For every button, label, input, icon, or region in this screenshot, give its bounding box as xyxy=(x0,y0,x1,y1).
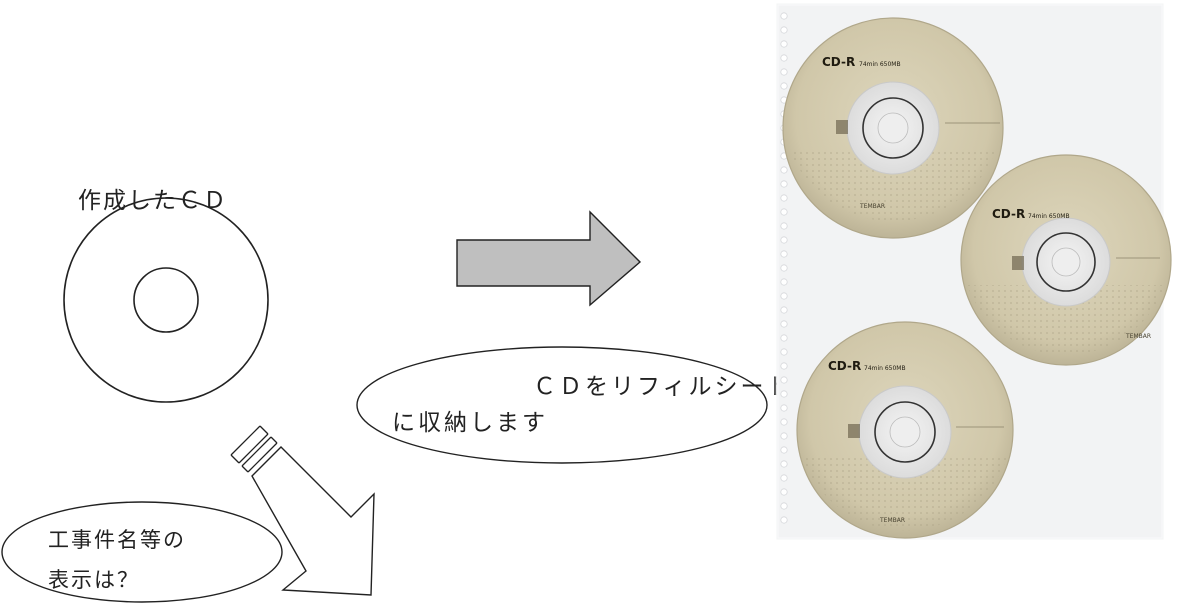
punch-hole xyxy=(780,320,788,328)
punch-hole xyxy=(780,82,788,90)
punch-hole xyxy=(780,194,788,202)
punch-hole xyxy=(780,334,788,342)
punch-hole xyxy=(780,26,788,34)
punch-hole xyxy=(780,180,788,188)
storage-callout-ellipse xyxy=(356,346,768,464)
right-arrow xyxy=(456,210,642,307)
photo-disc-1-spec: 74min 650MB xyxy=(859,61,901,68)
question-callout-line-1: 工事件名等の xyxy=(48,528,186,552)
photo-disc-3-spec: 74min 650MB xyxy=(864,365,906,372)
punch-hole xyxy=(780,390,788,398)
punch-hole xyxy=(780,222,788,230)
photo-disc-2-spec: 74min 650MB xyxy=(1028,213,1070,220)
photo-disc-2-title: CD-R xyxy=(992,207,1025,221)
punch-hole xyxy=(780,404,788,412)
cd-drawing xyxy=(63,197,269,403)
cd-center-hole xyxy=(133,267,199,333)
punch-hole xyxy=(780,348,788,356)
photo-disc-1: CD-R 74min 650MB TEMBAR xyxy=(782,17,1004,239)
punch-hole xyxy=(780,264,788,272)
punch-hole xyxy=(780,54,788,62)
punch-hole xyxy=(780,432,788,440)
punch-hole xyxy=(780,68,788,76)
cd-caption: 作成したＣＤ xyxy=(78,188,228,214)
punch-hole xyxy=(780,376,788,384)
punch-hole xyxy=(780,306,788,314)
down-right-arrow xyxy=(230,425,375,596)
punch-hole xyxy=(780,362,788,370)
question-callout-line-2: 表示は？ xyxy=(48,568,140,592)
photo-disc-2-brand: TEMBAR xyxy=(1125,333,1151,340)
photo-disc-2: CD-R 74min 650MB TEMBAR xyxy=(960,154,1172,366)
storage-callout-line-1: ＣＤをリフィルシート xyxy=(533,374,793,400)
punch-hole xyxy=(780,40,788,48)
punch-hole xyxy=(780,418,788,426)
punch-hole xyxy=(780,446,788,454)
punch-hole xyxy=(780,12,788,20)
photo-disc-3: CD-R 74min 650MB TEMBAR xyxy=(796,321,1014,539)
punch-hole xyxy=(780,502,788,510)
punch-hole xyxy=(780,236,788,244)
storage-callout-line-2: に収納します xyxy=(392,410,548,436)
punch-hole xyxy=(780,278,788,286)
punch-hole xyxy=(780,474,788,482)
punch-hole xyxy=(780,516,788,524)
photo-disc-1-title: CD-R xyxy=(822,55,855,69)
photo-disc-3-brand: TEMBAR xyxy=(879,517,905,524)
punch-holes xyxy=(780,12,788,524)
punch-hole xyxy=(780,292,788,300)
punch-hole xyxy=(780,166,788,174)
punch-hole xyxy=(780,460,788,468)
question-callout-ellipse xyxy=(1,501,283,603)
punch-hole xyxy=(780,488,788,496)
punch-hole xyxy=(780,250,788,258)
punch-hole xyxy=(780,208,788,216)
photo-disc-3-title: CD-R xyxy=(828,359,861,373)
photo-disc-1-brand: TEMBAR xyxy=(859,203,885,210)
